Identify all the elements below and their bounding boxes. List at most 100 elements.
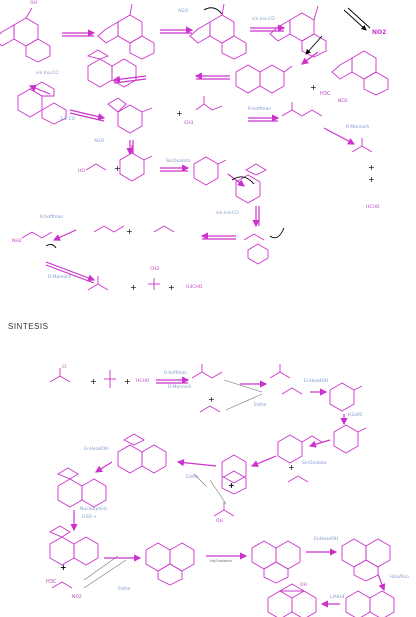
reagent-sin-oxalate-1: SinOxalato bbox=[166, 159, 191, 164]
synthesis-structure-nitro-s3 bbox=[51, 581, 73, 589]
structure-hoffman-row5 bbox=[93, 225, 125, 233]
black-arrow-1 bbox=[343, 9, 367, 31]
synthesis-structure-methylcyclohexanone-s1 bbox=[333, 424, 367, 454]
reagent-sin-oxalate-s2: SinOxalato bbox=[302, 461, 327, 466]
arrow-r3-1 bbox=[69, 109, 106, 121]
plus-sign: + bbox=[114, 164, 121, 173]
synthesis-structure-aldehyde bbox=[49, 368, 71, 383]
reagent-ago-2: AGO bbox=[94, 139, 105, 144]
plus-sign: + bbox=[368, 163, 375, 172]
synthesis-structure-ethoxide-s1 bbox=[199, 405, 221, 413]
label-oh-top: OH bbox=[30, 1, 37, 6]
reagent-ago: AGO bbox=[178, 9, 189, 14]
label-h3cho: H3CHO bbox=[186, 285, 203, 290]
section-title-sintesis: SINTESIS bbox=[8, 322, 49, 331]
structure-tricyclic-2 bbox=[97, 3, 155, 60]
structure-aminal-row5 bbox=[21, 231, 53, 239]
arrow-r2-2 bbox=[112, 75, 147, 83]
label-h3c-synth: H3C bbox=[46, 579, 57, 585]
label-ho: HO bbox=[78, 169, 85, 174]
reagent-enolization-s1: EnHeadOH bbox=[304, 379, 329, 384]
label-no2-synth: NO2 bbox=[72, 595, 82, 600]
arrow-r1-down bbox=[301, 51, 319, 65]
structure-bicyclic-row2-right bbox=[235, 64, 293, 94]
arrow-s2-2 bbox=[250, 455, 277, 468]
plus-sign: + bbox=[288, 463, 295, 472]
label-nh2: NH2 bbox=[12, 239, 22, 244]
synthesis-structure-spirobicycle-left bbox=[57, 467, 107, 508]
synthesis-structure-spirobicycle-s2 bbox=[117, 433, 167, 474]
plus-sign: + bbox=[368, 175, 375, 184]
reagent-sin-ina-co-2: sin.ina.CO bbox=[36, 71, 59, 76]
reagent-rc-s3: H2o/Rco bbox=[390, 575, 409, 580]
structure-cyclohexanone-spiro bbox=[107, 97, 153, 134]
reagent-h3o-plus: H3O + bbox=[82, 515, 97, 520]
structure-amine-row6 bbox=[148, 278, 160, 290]
label-oh: OH bbox=[216, 519, 223, 524]
plus-sign: + bbox=[130, 283, 137, 292]
synthesis-structure-diketone-s2 bbox=[277, 434, 323, 464]
plus-sign: + bbox=[228, 481, 235, 490]
plus-sign: + bbox=[90, 377, 97, 386]
structure-spiro-row2-left bbox=[17, 81, 67, 125]
reagent-sin-ina-co-1: sin.ina.CO bbox=[252, 17, 275, 22]
label-hcho: HCHO bbox=[366, 205, 380, 210]
label-ch3: CH3 bbox=[184, 121, 194, 126]
arrow-s2-4 bbox=[94, 461, 113, 473]
reagent-mannich-s1: R.Mannich bbox=[168, 385, 192, 390]
plus-sign: + bbox=[208, 395, 215, 404]
reagent-ghost-small: Ho/Oxalante bbox=[210, 559, 232, 563]
structure-methylene-cyclohexane bbox=[193, 156, 227, 186]
arrow-r2-3 bbox=[28, 84, 51, 95]
black-arrow-2 bbox=[305, 35, 323, 55]
arrow-s3-down bbox=[377, 573, 386, 592]
synthesis-structure-tricyclic-final bbox=[267, 583, 317, 617]
reagent-lialh4: LiAlH4 bbox=[330, 595, 345, 600]
reagent-sin-ina-co-3: sin.ina.CO bbox=[216, 211, 239, 216]
plus-sign: + bbox=[60, 563, 67, 572]
reagent-esther-s1: Esthe bbox=[254, 403, 267, 408]
reagent-nucleophilic: Nucleophilic bbox=[80, 507, 108, 512]
plus-sign: + bbox=[168, 283, 175, 292]
reagent-hoffman-s1: R.hoffman bbox=[164, 371, 188, 376]
label-hcho-synth: HCHO bbox=[136, 379, 150, 384]
structure-tricyclic-3 bbox=[189, 3, 247, 60]
structure-tricyclic-1 bbox=[0, 7, 51, 63]
plus-sign: + bbox=[176, 109, 183, 118]
structure-tricyclic-5 bbox=[331, 50, 389, 96]
reagent-h3o-rco-s1: H2oRC bbox=[348, 413, 364, 418]
structure-mannich-product bbox=[351, 138, 373, 153]
label-h3c: H3C bbox=[320, 91, 331, 97]
synthesis-structure-spirobicycle-s3 bbox=[49, 525, 99, 566]
synthesis-structure-amine bbox=[104, 370, 116, 388]
synthesis-structure-ketoester-s2 bbox=[213, 502, 235, 517]
synthesis-structure-ester-s2 bbox=[287, 475, 309, 483]
structure-tricyclic-4 bbox=[269, 5, 327, 58]
arrow-r5-2 bbox=[52, 229, 77, 241]
synthesis-structure-spiro-s2 bbox=[221, 454, 247, 495]
reagent-esther-s2: Esthe bbox=[186, 475, 199, 480]
structure-lower-center bbox=[243, 233, 269, 265]
reagent-mannich-1: R.Mannich bbox=[346, 125, 370, 130]
reagent-1-2-co: 1.2.CO bbox=[60, 117, 76, 122]
synthesis-structure-tricyclic-s3a bbox=[145, 542, 195, 586]
structure-enamine-row4 bbox=[85, 163, 107, 171]
synthesis-structure-tricyclic-s3b bbox=[251, 540, 301, 584]
arrow-r3-3 bbox=[323, 127, 356, 145]
synthesis-structure-cyclohexanone-s1 bbox=[329, 382, 363, 412]
structure-alkene-row5 bbox=[153, 225, 175, 233]
reagent-hoffman-1: R.hoffman bbox=[248, 107, 272, 112]
reagent-enolization-s3: EnHeadOH bbox=[314, 537, 339, 542]
arrow-r4-2 bbox=[227, 173, 245, 187]
label-no2: NO2 bbox=[338, 99, 348, 104]
label-ch2: CH2 bbox=[150, 267, 160, 272]
label-cl: Cl bbox=[62, 365, 67, 370]
synthesis-structure-diketone-s1 bbox=[269, 364, 303, 395]
reagent-esther-s3: Esthe bbox=[118, 587, 131, 592]
arrow-r5-3 bbox=[45, 261, 96, 282]
structure-methylene-cyclohexanone bbox=[119, 145, 153, 182]
structure-spiro-center bbox=[235, 163, 267, 204]
reagent-enolization-s2: EnHeadOH bbox=[84, 447, 109, 452]
